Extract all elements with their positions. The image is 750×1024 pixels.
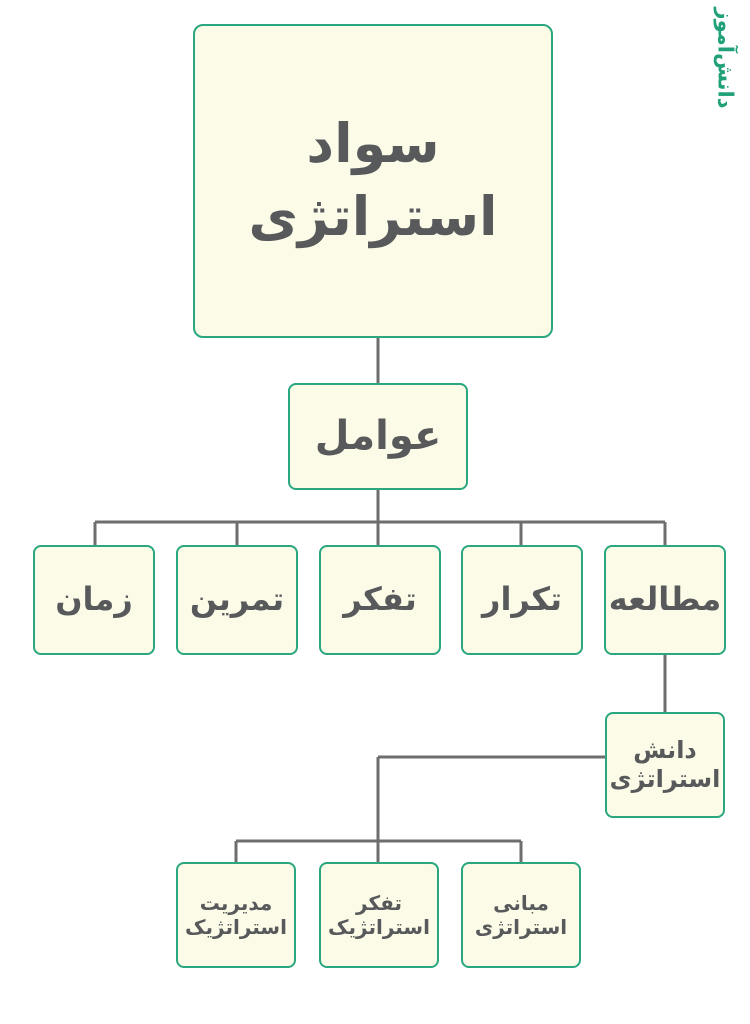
node-label-factors: عوامل [314, 413, 442, 460]
node-label-strategic-management: مدیریت استراتژیک [185, 890, 287, 939]
watermark-logo: دانش‌آموز [704, 6, 748, 116]
node-strategic-thinking[interactable]: تفکر استراتژیک [319, 862, 439, 968]
node-label-time: زمان [55, 580, 133, 619]
node-repetition[interactable]: تکرار [461, 545, 583, 655]
node-label-strategic-thinking: تفکر استراتژیک [328, 890, 430, 939]
node-strategy-literacy[interactable]: سواد استراتژی [193, 24, 553, 338]
node-label-repetition: تکرار [482, 580, 562, 619]
node-label-strategy-literacy: سواد استراتژی [248, 112, 498, 248]
node-strategic-management[interactable]: مدیریت استراتژیک [176, 862, 296, 968]
node-label-strategy-knowledge: دانش استراتژی [609, 735, 721, 793]
node-practice[interactable]: تمرین [176, 545, 298, 655]
node-strategy-basics[interactable]: مبانی استراتژی [461, 862, 581, 968]
node-label-strategy-basics: مبانی استراتژی [474, 890, 568, 939]
node-label-thinking: تفکر [343, 580, 417, 619]
node-study[interactable]: مطالعه [604, 545, 726, 655]
node-label-study: مطالعه [608, 580, 722, 619]
watermark-text: دانش‌آموز [713, 7, 738, 109]
node-strategy-knowledge[interactable]: دانش استراتژی [605, 712, 725, 818]
node-time[interactable]: زمان [33, 545, 155, 655]
node-factors[interactable]: عوامل [288, 383, 468, 490]
node-thinking[interactable]: تفکر [319, 545, 441, 655]
node-label-practice: تمرین [189, 580, 285, 619]
